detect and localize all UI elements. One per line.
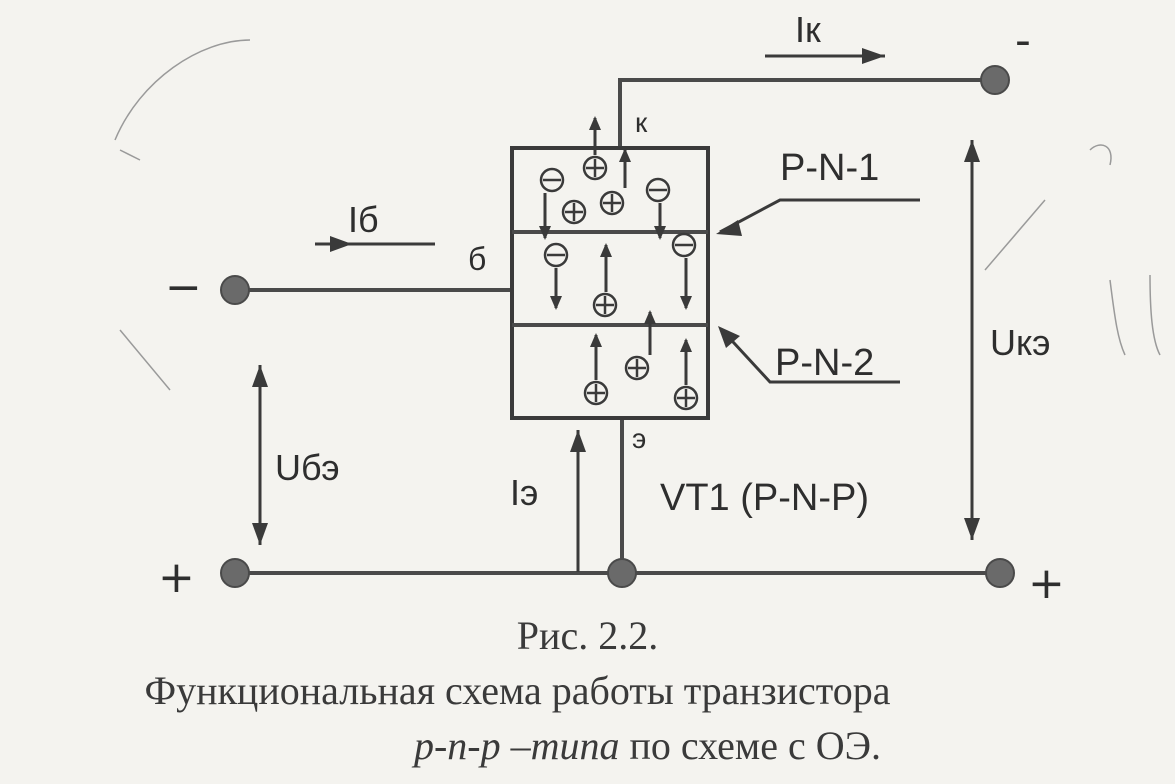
junction-2-label: P-N-2 [775,342,874,384]
base-terminal-label: б [468,241,486,277]
plus-sign-right: + [1028,558,1065,609]
collector-terminal [980,65,1010,95]
transistor-label: VT1 (P-N-P) [660,477,869,519]
figure-number: Рис. 2.2. [516,613,659,658]
collector-current-label: Iк [795,9,821,50]
hole-icon [561,199,587,225]
pencil-marks [114,39,1161,391]
terminals [220,65,1015,588]
base-current-label: Iб [348,199,379,240]
junction-1-label: P-N-1 [780,147,879,189]
emitter-terminal-label: э [632,423,646,454]
pn2-pointer [720,328,900,384]
figure-subtitle: p-n-p –типа по схеме с ОЭ. [60,722,1175,769]
minus-sign-left: − [165,262,202,313]
figure-subtitle-rest: по схеме с ОЭ. [619,723,882,768]
ground-terminal-left [220,558,250,588]
emitter-node [607,558,637,588]
minus-sign-top: - [1015,15,1031,66]
electron-icon [645,177,671,203]
charge-carriers [539,116,699,411]
hole-icon [673,385,699,411]
carrier-motion-arrows [539,116,692,385]
hole-icon [624,355,650,381]
hole-icon [592,292,618,318]
transistor-circuit-diagram: Iк Iб Iэ к б э P-N-1 P-N-2 Uкэ Uбэ VT1 (… [114,9,1161,609]
voltage-ke-label: Uкэ [990,322,1051,363]
ground-terminal-right [985,558,1015,588]
hole-icon [599,190,625,216]
transistor-body [510,146,710,420]
plus-sign-left: + [158,552,195,603]
figure-title: Функциональная схема работы транзистора [144,668,891,713]
circuit-labels: Iк Iб Iэ к б э P-N-1 P-N-2 Uкэ Uбэ VT1 (… [158,9,1065,609]
hole-icon [582,155,608,181]
collector-terminal-label: к [635,107,648,138]
current-arrows [315,48,885,572]
pn1-pointer [719,198,920,234]
electron-icon [539,167,565,193]
junction-pointers [716,198,920,384]
electron-icon [671,232,697,258]
electron-icon [543,242,569,268]
voltage-be-label: Uбэ [275,447,340,488]
emitter-current-label: Iэ [510,472,538,513]
figure-subtitle-italic: p-n-p –типа [413,723,620,768]
transistor-outline [510,146,710,420]
hole-icon [583,380,609,406]
base-terminal [220,275,250,305]
voltage-arrows [252,140,980,545]
